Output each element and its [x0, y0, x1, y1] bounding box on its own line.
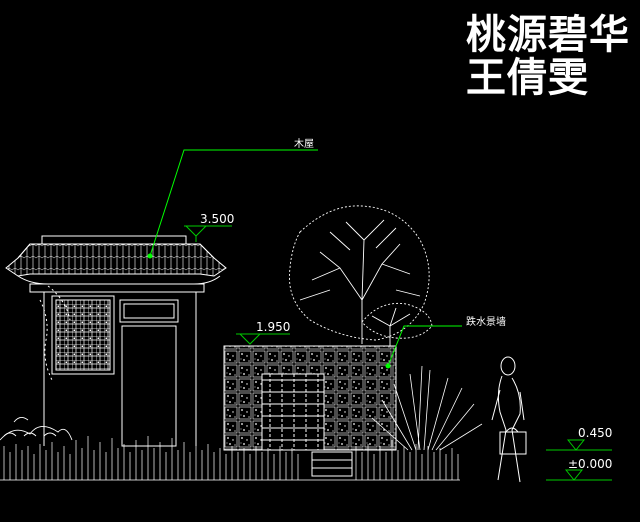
leader-waterfall-wall: [385, 325, 462, 369]
elevation-marker-step: [546, 439, 612, 451]
label-wooden-house: 木屋: [294, 138, 314, 150]
elevation-step: 0.450: [578, 426, 612, 440]
watermark-line-2: 王倩雯: [466, 55, 589, 101]
watermark-line-1: 桃源碧华: [466, 12, 630, 58]
waterfall-wall: [223, 345, 397, 477]
human-figure: [491, 356, 527, 483]
elevation-wall: 1.950: [256, 320, 290, 334]
elevation-marker-roof: [184, 225, 232, 242]
elevation-marker-wall: [236, 333, 290, 345]
shrubs: [0, 417, 73, 441]
elevation-ground: ±0.000: [568, 457, 612, 471]
leader-wooden-house: [147, 149, 318, 259]
elevation-marker-ground: [546, 469, 612, 481]
ground-grass: [0, 436, 460, 481]
wooden-house: [5, 235, 227, 447]
label-waterfall-wall: 跌水景墙: [466, 315, 506, 328]
canopy-tree: [288, 205, 433, 346]
ornamental-grass: [371, 365, 483, 451]
elevation-roof: 3.500: [200, 212, 234, 226]
